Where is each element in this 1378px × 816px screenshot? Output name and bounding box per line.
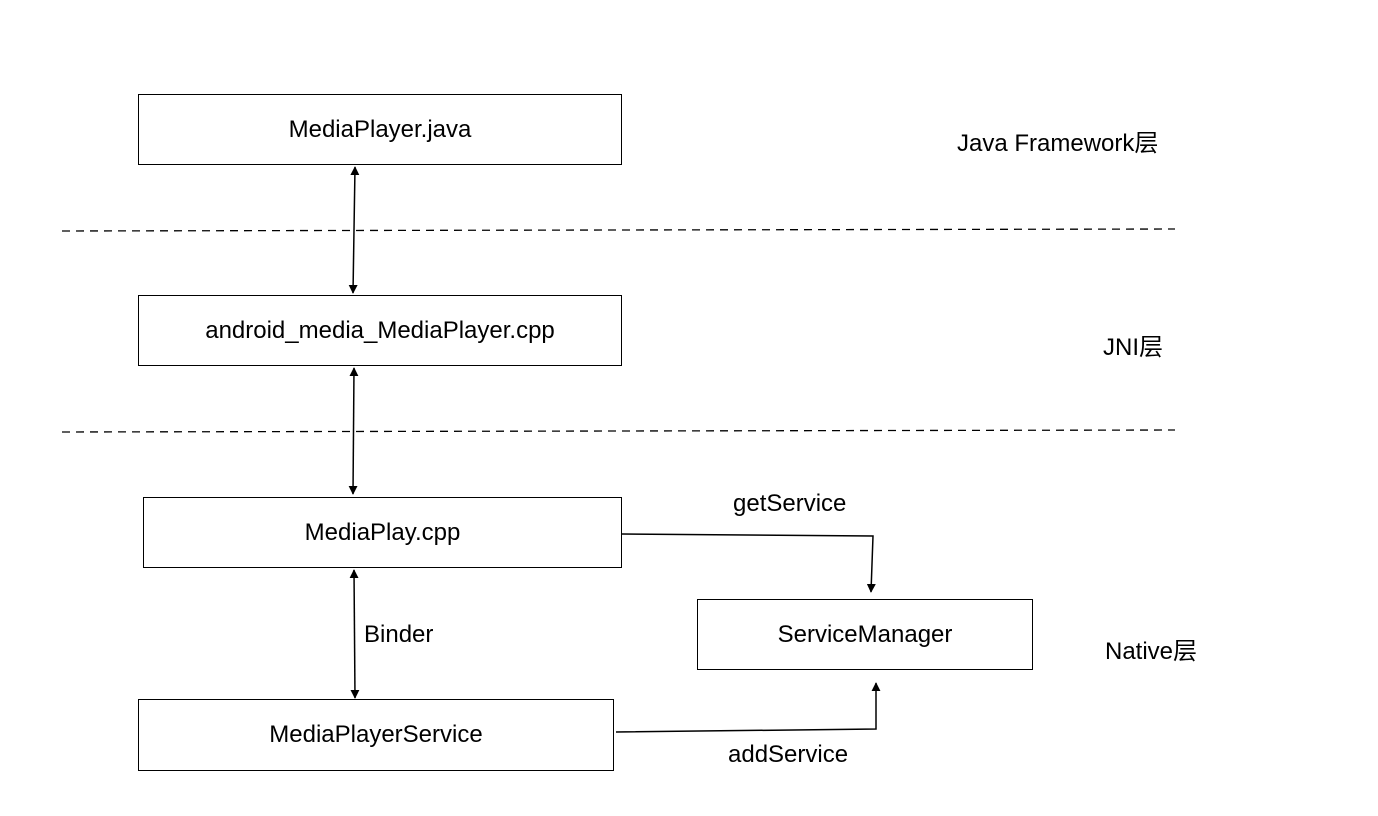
native-layer-label: Native层 (1105, 638, 1198, 665)
layer-divider-java-jni (61, 228, 1176, 232)
mediaplayer-service-label: MediaPlayerService (269, 721, 483, 748)
service-manager-label: ServiceManager (777, 620, 953, 648)
arrow-java-jni (348, 166, 360, 294)
binder-label: Binder (364, 621, 434, 648)
android-media-mediaplayer-cpp-box: android_media_MediaPlayer.cpp (138, 295, 622, 366)
android-media-mediaplayer-cpp-label: android_media_MediaPlayer.cpp (205, 316, 555, 344)
mediaplayer-java-box: MediaPlayer.java (138, 94, 622, 165)
arrow-jni-native (348, 367, 359, 495)
mediaplay-cpp-box: MediaPlay.cpp (143, 497, 622, 568)
java-framework-layer-label: Java Framework层 (957, 130, 1159, 157)
jni-layer-label: JNI层 (1103, 334, 1163, 361)
mediaplayer-java-label: MediaPlayer.java (288, 115, 472, 143)
arrow-get-service (621, 533, 876, 593)
arrow-add-service (615, 682, 881, 733)
arrow-binder (349, 569, 360, 699)
mediaplay-cpp-label: MediaPlay.cpp (304, 518, 461, 546)
mediaplayer-service-box: MediaPlayerService (138, 699, 614, 771)
layer-divider-jni-native (61, 429, 1176, 433)
get-service-label: getService (733, 490, 847, 517)
service-manager-box: ServiceManager (697, 599, 1033, 670)
add-service-label: addService (728, 741, 849, 768)
